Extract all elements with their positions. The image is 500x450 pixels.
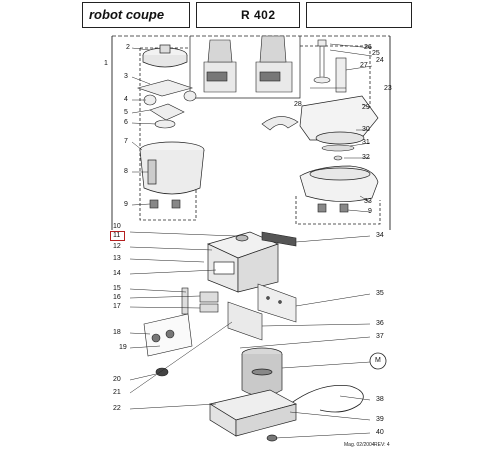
blade-part: [261, 116, 299, 131]
callout-19[interactable]: 19: [119, 344, 127, 351]
callout-3[interactable]: 3: [124, 73, 128, 80]
callout-35[interactable]: 35: [376, 290, 384, 297]
footer-reference: Mag. 02/2004: [344, 442, 375, 448]
callout-13[interactable]: 13: [113, 255, 121, 262]
callout-18[interactable]: 18: [113, 329, 121, 336]
brand-box: robot coupe: [82, 2, 190, 28]
callout-12[interactable]: 12: [113, 243, 121, 250]
callout-15[interactable]: 15: [113, 285, 121, 292]
pin-set-left: [149, 199, 181, 209]
callout-30[interactable]: 30: [362, 126, 370, 133]
bowl-assembly: [139, 141, 205, 195]
callout-22[interactable]: 22: [113, 405, 121, 412]
motor-unit-preview-left: [203, 39, 237, 93]
callout-6[interactable]: 6: [124, 119, 128, 126]
callout-39[interactable]: 39: [376, 416, 384, 423]
callout-1[interactable]: 1: [104, 60, 108, 67]
callout-10[interactable]: 10: [113, 223, 121, 230]
motor-base-body: [207, 231, 279, 293]
callout-25[interactable]: 25: [372, 50, 380, 57]
callout-40[interactable]: 40: [376, 429, 384, 436]
disc-parts: [321, 144, 355, 161]
lid-part: [142, 44, 188, 68]
front-label-panel: [143, 313, 193, 357]
callout-36[interactable]: 36: [376, 320, 384, 327]
callout-28[interactable]: 28: [294, 101, 302, 108]
callout-27[interactable]: 27: [360, 62, 368, 69]
bowl-part: [136, 79, 197, 129]
callout-20[interactable]: 20: [113, 376, 121, 383]
callout-2[interactable]: 2: [126, 44, 130, 51]
callout-16[interactable]: 16: [113, 294, 121, 301]
footer-revision: REV: 4: [374, 442, 390, 448]
callout-motor-M[interactable]: M: [375, 357, 381, 364]
callout-9-right[interactable]: 9: [368, 208, 372, 215]
callout-5[interactable]: 5: [124, 109, 128, 116]
model-box: R 402: [196, 2, 300, 28]
blank-header-box: [306, 2, 412, 28]
filter-part: [261, 231, 297, 247]
callout-11[interactable]: 11: [113, 232, 121, 239]
knob-part: [155, 367, 169, 377]
callout-33[interactable]: 33: [364, 198, 372, 205]
callout-29[interactable]: 29: [362, 104, 370, 111]
brand-logo: robot coupe: [89, 7, 165, 22]
callout-38[interactable]: 38: [376, 396, 384, 403]
callout-9-left[interactable]: 9: [124, 201, 128, 208]
circuit-board: [257, 283, 297, 323]
feed-tube-parts: [310, 39, 347, 93]
selected-callout-highlight: [110, 231, 125, 241]
callout-14[interactable]: 14: [113, 270, 121, 277]
control-panel-plate: [227, 301, 263, 341]
callout-4[interactable]: 4: [124, 96, 128, 103]
callout-23[interactable]: 23: [384, 85, 392, 92]
callout-17[interactable]: 17: [113, 303, 121, 310]
callout-21[interactable]: 21: [113, 389, 121, 396]
switch-parts: [181, 287, 219, 315]
callout-24[interactable]: 24: [376, 57, 384, 64]
callout-31[interactable]: 31: [362, 139, 370, 146]
pin-set-right: [317, 203, 349, 213]
model-name: R 402: [241, 8, 276, 22]
callout-26[interactable]: 26: [364, 44, 372, 51]
callout-32[interactable]: 32: [362, 154, 370, 161]
callout-37[interactable]: 37: [376, 333, 384, 340]
base-housing: [209, 389, 297, 442]
continuous-feed-bowl: [299, 165, 379, 202]
power-cable: [289, 385, 364, 413]
callout-8[interactable]: 8: [124, 168, 128, 175]
motor-part: [241, 347, 283, 397]
cutter-lid-part: [299, 95, 379, 145]
motor-unit-preview-right: [255, 35, 293, 93]
callout-34[interactable]: 34: [376, 232, 384, 239]
callout-7[interactable]: 7: [124, 138, 128, 145]
